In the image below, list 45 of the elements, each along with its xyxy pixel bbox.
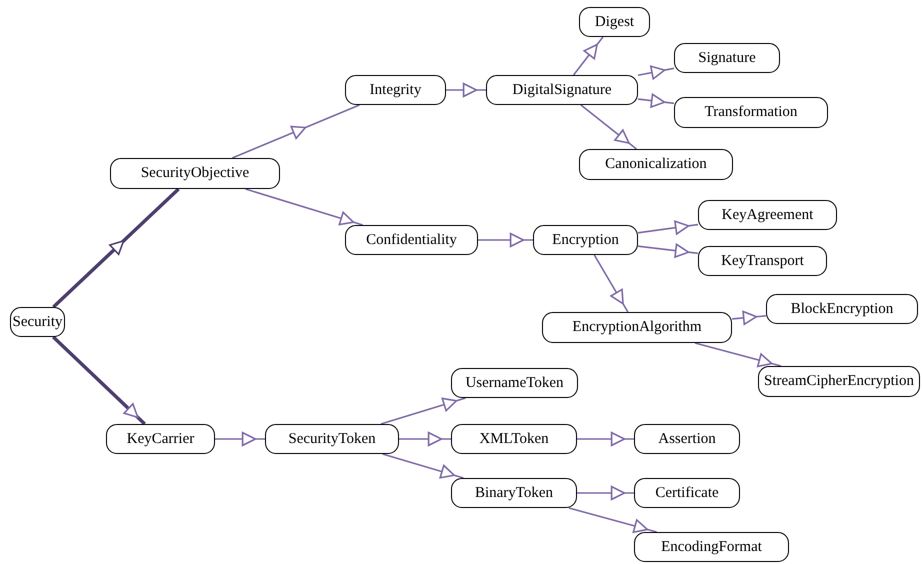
inheritance-arrow [638, 94, 674, 108]
class-box: EncodingFormat [634, 532, 789, 562]
class-box: DigitalSignature [486, 75, 638, 105]
inheritance-arrow [382, 453, 464, 479]
class-box: EncryptionAlgorithm [542, 312, 732, 343]
class-box: UsernameToken [451, 368, 578, 398]
inheritance-arrow [52, 188, 180, 308]
class-box: StreamCipherEncryption [758, 366, 920, 397]
inheritance-arrow [638, 220, 698, 235]
inheritance-arrow [568, 507, 657, 534]
class-box: SecurityToken [265, 424, 399, 454]
inheritance-arrow [638, 244, 698, 258]
inheritance-arrow [245, 188, 363, 226]
inheritance-arrow [732, 310, 766, 326]
class-box: BlockEncryption [766, 294, 918, 324]
inheritance-arrow [52, 336, 146, 426]
class-box: SecurityObjective [110, 158, 280, 189]
class-box: Canonicalization [579, 149, 733, 180]
class-box: Confidentiality [345, 225, 478, 255]
class-box: Digest [579, 7, 650, 37]
inheritance-arrow [446, 82, 486, 98]
inheritance-arrow [478, 232, 533, 248]
inheritance-arrow [232, 104, 360, 159]
inheritance-arrow [594, 254, 629, 312]
inheritance-arrow [572, 36, 604, 76]
class-box: BinaryToken [451, 478, 577, 508]
class-box: Certificate [634, 478, 740, 508]
class-box: Integrity [345, 75, 446, 105]
inheritance-arrow [577, 432, 634, 446]
class-box: Security [10, 307, 65, 337]
class-box: Signature [674, 43, 780, 73]
inheritance-arrow [638, 65, 674, 80]
inheritance-arrow [215, 432, 265, 446]
class-box: KeyTransport [698, 246, 827, 276]
class-box: XMLToken [451, 424, 577, 454]
class-box: Assertion [634, 424, 740, 454]
class-box: KeyCarrier [106, 424, 215, 454]
inheritance-arrow [694, 342, 782, 368]
inheritance-arrow [380, 397, 466, 425]
class-box: KeyAgreement [698, 200, 837, 230]
inheritance-arrow [399, 432, 451, 446]
class-box: Encryption [533, 225, 638, 255]
inheritance-arrow [577, 486, 634, 500]
inheritance-arrow [580, 104, 637, 150]
class-box: Transformation [674, 97, 828, 128]
